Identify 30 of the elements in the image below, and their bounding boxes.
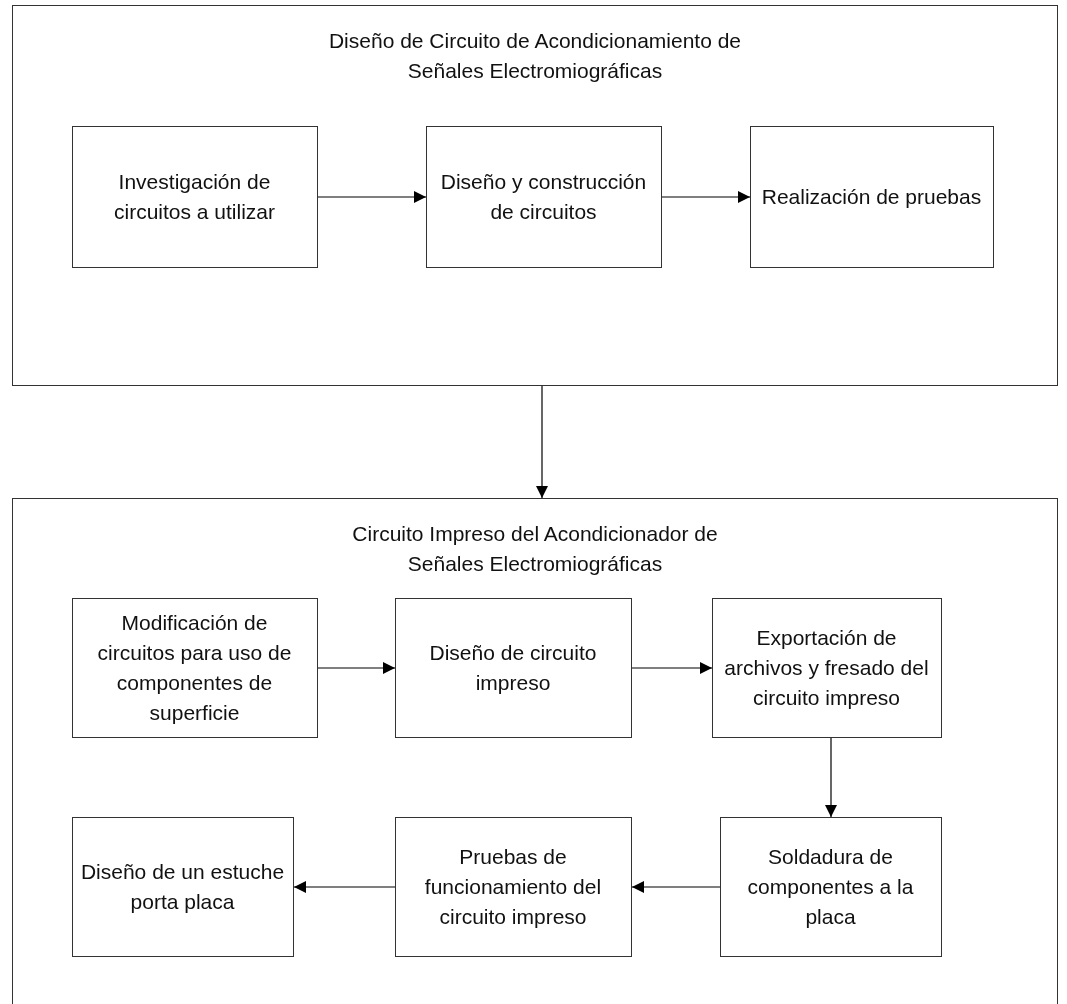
process-box xyxy=(71,125,318,268)
box-label: Pruebas de funcionamiento del circuito impreso xyxy=(423,843,603,930)
box-label: Diseño y construcción de circuitos xyxy=(439,168,648,225)
arrow xyxy=(661,191,751,203)
arrow xyxy=(317,191,427,203)
arrow xyxy=(536,385,548,499)
process-box xyxy=(394,816,632,957)
group-frame xyxy=(12,498,1058,1004)
box-label: Diseño de un estuche porta placa xyxy=(80,858,285,915)
box-label: Investigación de circuitos a utilizar xyxy=(112,168,277,225)
box-label: Exportación de archivos y fresado del circuito impreso xyxy=(723,624,930,711)
box-label: Modificación de circuitos para uso de componentes de superficie xyxy=(96,609,293,726)
arrow xyxy=(293,881,396,893)
process-box xyxy=(71,597,318,738)
arrow xyxy=(825,737,837,818)
arrow xyxy=(317,662,396,674)
group-heading: Circuito Impreso del Acondicionador de Señales Electromiográficas xyxy=(351,521,719,577)
group-frame xyxy=(12,5,1058,386)
arrow xyxy=(631,662,713,674)
process-box xyxy=(711,597,942,738)
box-label: Realización de pruebas xyxy=(761,183,982,210)
process-box xyxy=(425,125,662,268)
arrow xyxy=(631,881,721,893)
process-box xyxy=(71,816,294,957)
box-label: Diseño de circuito impreso xyxy=(428,639,598,696)
process-box xyxy=(719,816,942,957)
process-box xyxy=(394,597,632,738)
process-box xyxy=(749,125,994,268)
box-label: Soldadura de componentes a la placa xyxy=(746,843,915,930)
group-heading: Diseño de Circuito de Acondicionamiento de Señales Electromiográficas xyxy=(327,28,743,84)
